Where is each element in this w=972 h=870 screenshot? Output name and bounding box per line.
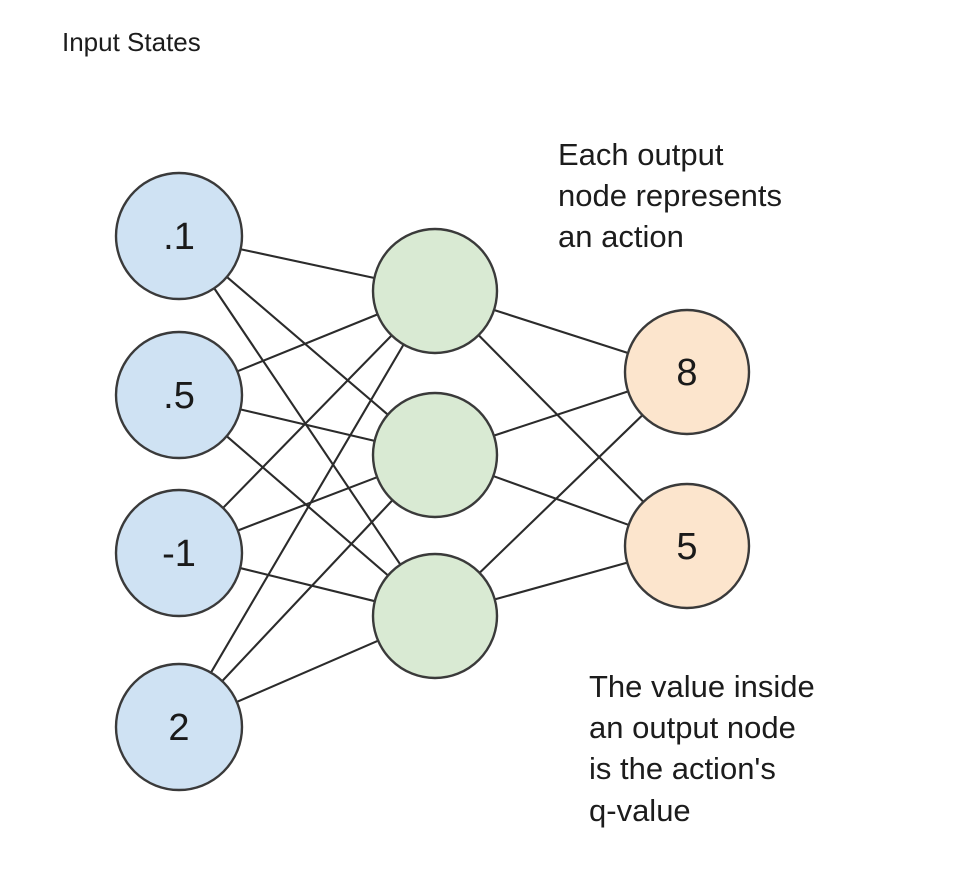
output-node-circle	[623, 308, 751, 436]
connection-edge	[221, 334, 393, 509]
connection-edge	[492, 390, 630, 437]
annotation-output-represents-action: Each output node represents an action	[558, 137, 783, 255]
input-node-value: -1	[162, 533, 196, 575]
annotation-output-node-q-value: The value inside an output node is the a…	[589, 669, 815, 828]
input-node-circle	[114, 488, 244, 618]
hidden-node-h1	[371, 227, 499, 355]
connection-edge	[492, 475, 630, 526]
output-node-o1: 8	[623, 308, 751, 436]
connection-edge	[225, 435, 390, 577]
hidden-node-circle	[371, 552, 499, 680]
connection-edge	[492, 308, 630, 355]
output-node-circle	[623, 482, 751, 610]
input-node-circle	[114, 330, 244, 460]
output-node-o2: 5	[623, 482, 751, 610]
output-node-value: 5	[676, 526, 697, 568]
connection-edge	[477, 334, 645, 503]
hidden-node-h3	[371, 552, 499, 680]
node-group: .1 .5 -1 2 8 5	[114, 171, 751, 792]
connection-edge	[235, 639, 380, 703]
input-node-value: .5	[163, 375, 195, 417]
hidden-node-circle	[371, 227, 499, 355]
input-node-value: 2	[168, 707, 189, 749]
connection-edge	[236, 313, 379, 373]
input-node-i4: 2	[114, 662, 244, 792]
input-node-i1: .1	[114, 171, 244, 301]
input-node-i2: .5	[114, 330, 244, 460]
connection-edge	[239, 248, 376, 280]
connection-edge	[239, 408, 376, 442]
input-node-value: .1	[163, 216, 195, 258]
connection-edge	[225, 275, 389, 416]
connection-edge	[478, 414, 644, 574]
connection-edge	[213, 287, 402, 566]
hidden-node-circle	[371, 391, 499, 519]
input-states-title: Input States	[62, 27, 201, 57]
connection-edge	[493, 561, 629, 601]
input-node-i3: -1	[114, 488, 244, 618]
input-node-circle	[114, 662, 244, 792]
connection-edge	[236, 476, 379, 532]
connection-edge	[221, 499, 394, 683]
connection-edge	[239, 566, 376, 603]
hidden-node-h2	[371, 391, 499, 519]
connection-edge	[209, 343, 405, 674]
input-node-circle	[114, 171, 244, 301]
edge-group	[209, 248, 645, 703]
output-node-value: 8	[676, 352, 697, 394]
